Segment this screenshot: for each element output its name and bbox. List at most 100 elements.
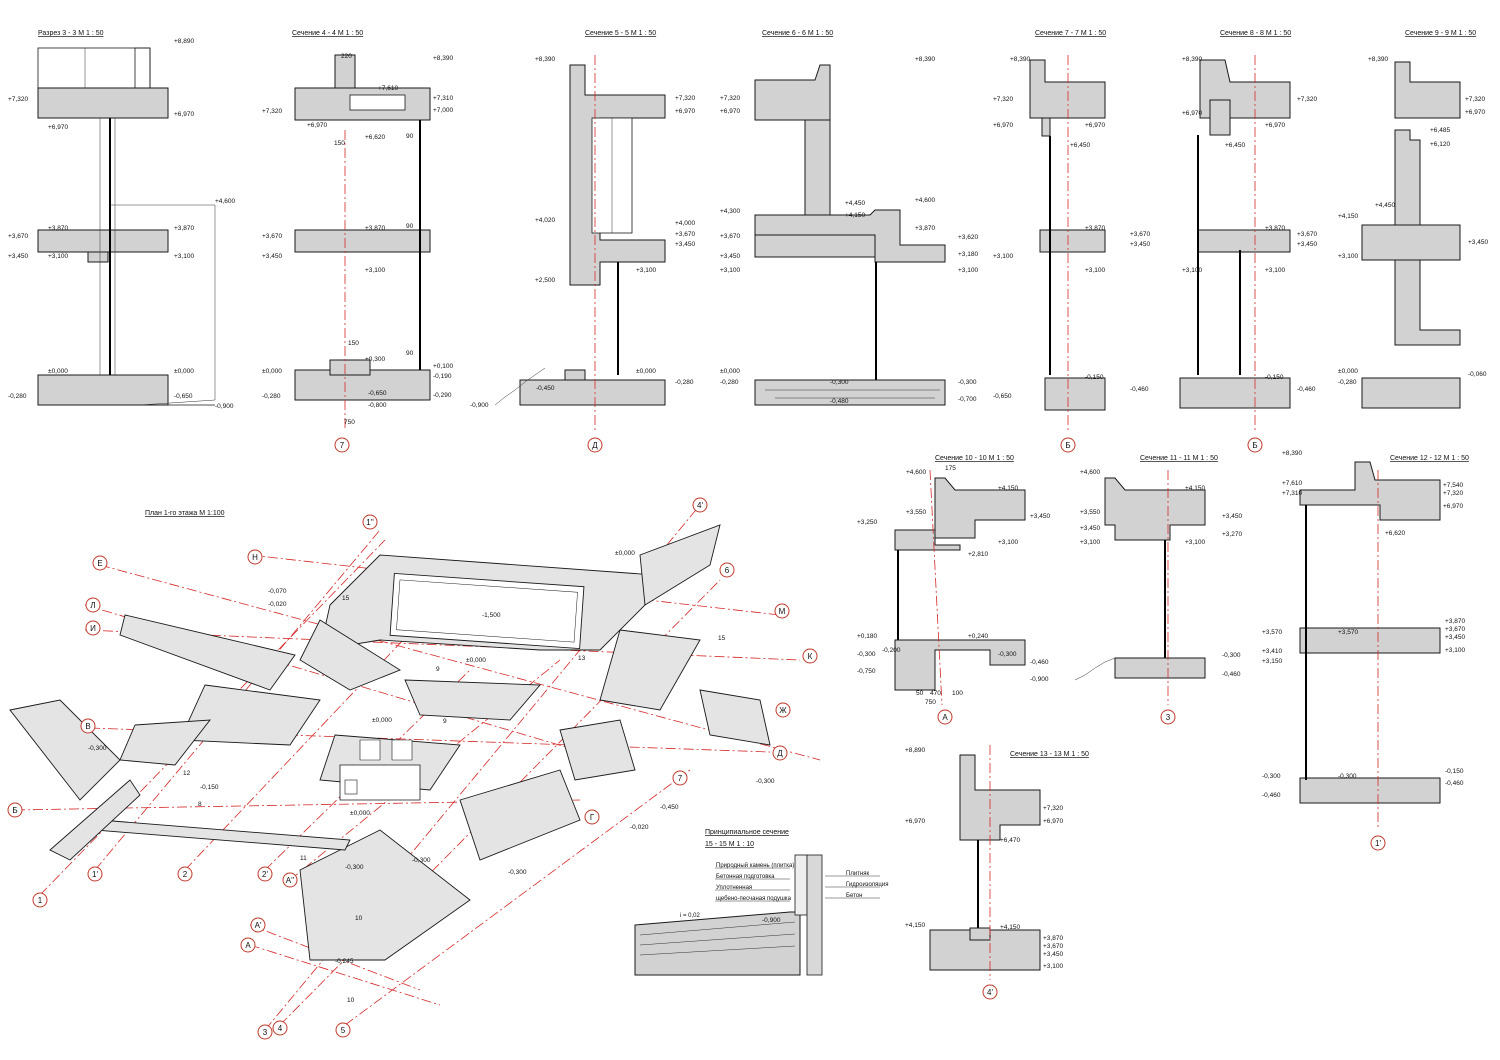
section-12-12-title: Сечение 12 - 12 М 1 : 50: [1390, 455, 1469, 462]
lvl-label: -0,300: [857, 651, 876, 658]
dim-label: 175: [945, 465, 956, 472]
lvl-label: +6,620: [365, 134, 385, 141]
lvl-label: -0,300: [345, 864, 364, 871]
lvl-label: +7,310: [1282, 490, 1302, 497]
dim-label: 50: [916, 690, 924, 697]
lvl-label: +3,870: [915, 225, 935, 232]
section-10-10: Сечение 10 - 10 М 1 : 50 А 175 50 470 10…: [857, 455, 1050, 725]
dim-label: 750: [344, 419, 355, 426]
lvl-label: +3,100: [1085, 267, 1105, 274]
axis-label: Д: [592, 441, 598, 450]
section-7-7: Сечение 7 - 7 М 1 : 50 Б +8,390 +7,320 +…: [993, 30, 1150, 453]
section-mark: 13: [578, 655, 586, 662]
lvl-label: -0,460: [1262, 792, 1281, 799]
lvl-label: +6,620: [1385, 530, 1405, 537]
lvl-label: +3,100: [720, 267, 740, 274]
lvl-label: +6,970: [720, 108, 740, 115]
lvl-label: +7,540: [1443, 482, 1463, 489]
lvl-label: +4,600: [915, 197, 935, 204]
lvl-label: +8,390: [535, 56, 555, 63]
lvl-label: -0,300: [830, 379, 849, 386]
detail-title: Принципиальное сечение: [705, 829, 789, 836]
lvl-label: +3,620: [958, 234, 978, 241]
lvl-label: +4,150: [998, 485, 1018, 492]
lvl-label: +8,390: [915, 56, 935, 63]
axis-label: Е: [97, 559, 102, 568]
axis-label: И: [90, 624, 96, 633]
lvl-label: +7,610: [1282, 480, 1302, 487]
dim-label: 90: [406, 133, 414, 140]
lvl-label: ±0,000: [720, 368, 740, 375]
lvl-label: +3,450: [1030, 513, 1050, 520]
lvl-label: -0,480: [830, 398, 849, 405]
lvl-label: +3,450: [675, 241, 695, 248]
lvl-label: -0,150: [1085, 374, 1104, 381]
lvl-label: +3,670: [8, 233, 28, 240]
axis-label: 5: [341, 1026, 346, 1035]
lvl-label: ±0,000: [174, 368, 194, 375]
lvl-label: +3,570: [1338, 629, 1358, 636]
lvl-label: +3,550: [1080, 509, 1100, 516]
layer-label: Гидроизоляция: [846, 882, 888, 888]
lvl-label: +7,320: [675, 95, 695, 102]
lvl-label: +6,485: [1430, 127, 1450, 134]
lvl-label: +3,450: [1297, 241, 1317, 248]
lvl-label: +8,390: [1182, 56, 1202, 63]
axis-label: М: [779, 607, 786, 616]
lvl-label: -0,460: [1130, 386, 1149, 393]
lvl-label: +3,870: [174, 225, 194, 232]
lvl-label: +4,600: [906, 469, 926, 476]
axis-label: Д: [777, 749, 783, 758]
axis-label: Г: [590, 813, 595, 822]
lvl-label: -0,460: [1445, 780, 1464, 787]
layer-label: Плитняк: [846, 871, 869, 877]
lvl-label: +0,240: [968, 633, 988, 640]
axis-label: 4': [987, 988, 993, 997]
section-6-6: Сечение 6 - 6 М 1 : 50 +7,320 +6,970 +8,…: [720, 30, 978, 406]
lvl-label: +3,670: [1043, 943, 1063, 950]
section-mark: 15: [342, 595, 350, 602]
axis-label: 3: [263, 1028, 268, 1037]
section-4-4-title: Сечение 4 - 4 М 1 : 50: [292, 30, 363, 37]
lvl-label: -0,650: [993, 393, 1012, 400]
lvl-label: +3,870: [365, 225, 385, 232]
lvl-label: +3,180: [958, 251, 978, 258]
lvl-label: +3,670: [1297, 231, 1317, 238]
lvl-label: +4,600: [215, 198, 235, 205]
lvl-label: +7,320: [262, 108, 282, 115]
lvl-label: +4,150: [905, 922, 925, 929]
lvl-label: +6,970: [1182, 110, 1202, 117]
lvl-label: +3,450: [1130, 241, 1150, 248]
lvl-label: -0,450: [536, 385, 555, 392]
lvl-label: +6,970: [1265, 122, 1285, 129]
axis-label: К: [808, 652, 813, 661]
lvl-label: +7,320: [1465, 96, 1485, 103]
lvl-label: +3,450: [1043, 951, 1063, 958]
lvl-label: -0,290: [433, 392, 452, 399]
axis-label: 1': [92, 870, 98, 879]
dim-label: 750: [925, 699, 936, 706]
detail-scale: 15 - 15 М 1 : 10: [705, 841, 754, 848]
lvl-label: +6,470: [1000, 837, 1020, 844]
lvl-label: -0,280: [720, 379, 739, 386]
lvl-label: +3,100: [1338, 253, 1358, 260]
lvl-label: -0,800: [368, 402, 387, 409]
axis-label: А'': [286, 876, 295, 885]
lvl-label: +3,100: [365, 267, 385, 274]
axis-label: 7: [340, 441, 345, 450]
lvl-label: -0,300: [1262, 773, 1281, 780]
lvl-label: +8,390: [1282, 450, 1302, 457]
axis-label: В: [85, 722, 90, 731]
axis-label: 2': [262, 870, 268, 879]
lvl-label: +8,390: [433, 55, 453, 62]
lvl-label: +3,450: [1468, 239, 1488, 246]
lvl-label: +6,970: [1043, 818, 1063, 825]
lvl-label: -0,280: [8, 393, 27, 400]
lvl-label: -0,280: [1338, 379, 1357, 386]
lvl-label: +4,450: [1375, 202, 1395, 209]
axis-label: 4: [278, 1024, 283, 1033]
lvl-label: ±0,000: [615, 550, 635, 557]
lvl-label: -0,700: [958, 396, 977, 403]
lvl-label: +3,150: [1262, 658, 1282, 665]
